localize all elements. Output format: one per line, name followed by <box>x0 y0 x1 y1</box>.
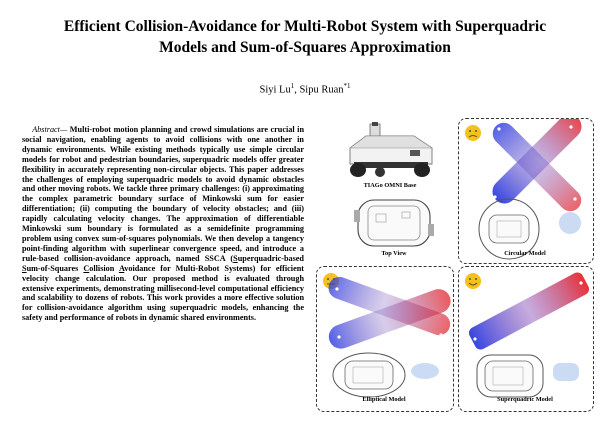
author-list: Siyi Lu1, Sipu Ruan*1 <box>0 82 610 96</box>
topview-caption: Top View <box>381 250 407 257</box>
elliptical-caption: Elliptical Model <box>362 396 406 403</box>
acronym-word-3: ollision <box>89 263 119 273</box>
circular-model-plot <box>465 114 582 260</box>
superquadric-caption: Superquadric Model <box>497 396 553 403</box>
superquadric-model-panel <box>458 266 594 412</box>
author-separator: , <box>294 84 300 96</box>
acronym-s1: S <box>233 253 238 263</box>
abstract-text-b: voidance for Multi-Robot Systems) for ef… <box>22 263 304 323</box>
acronym-a: A <box>118 263 125 273</box>
author-1-affiliation: 1 <box>290 82 295 90</box>
acronym-word-1: uperquadric-based <box>237 253 304 263</box>
robot-caption: TIAGo OMNI Base <box>363 182 417 189</box>
face-happy-icon <box>465 273 481 289</box>
abstract-lead: Abstract— <box>32 125 68 134</box>
paper-title: Efficient Collision-Avoidance for Multi-… <box>0 16 610 58</box>
top-view-drawing <box>354 199 434 247</box>
face-sad-icon <box>465 125 481 141</box>
author-1: Siyi Lu <box>259 84 291 96</box>
superquadric-model-plot <box>465 272 590 398</box>
abstract: Abstract— Multi-robot motion planning an… <box>22 125 304 323</box>
elliptical-model-plot <box>323 273 451 398</box>
circular-model-panel <box>458 114 594 264</box>
title-line-1: Efficient Collision-Avoidance for Multi-… <box>63 18 547 35</box>
robot-photo <box>349 122 433 177</box>
circular-caption: Circular Model <box>504 250 546 257</box>
abstract-text-a: Multi-robot motion planning and crowd si… <box>22 125 304 263</box>
acronym-s2: S <box>22 263 27 273</box>
elliptical-model-panel <box>316 266 454 412</box>
author-2: Sipu Ruan <box>299 84 344 96</box>
acronym-c: C <box>83 263 90 273</box>
title-line-2: Models and Sum-of-Squares Approximation <box>159 39 451 56</box>
acronym-word-2: um-of-Squares <box>26 263 84 273</box>
author-2-affiliation: *1 <box>343 82 351 90</box>
